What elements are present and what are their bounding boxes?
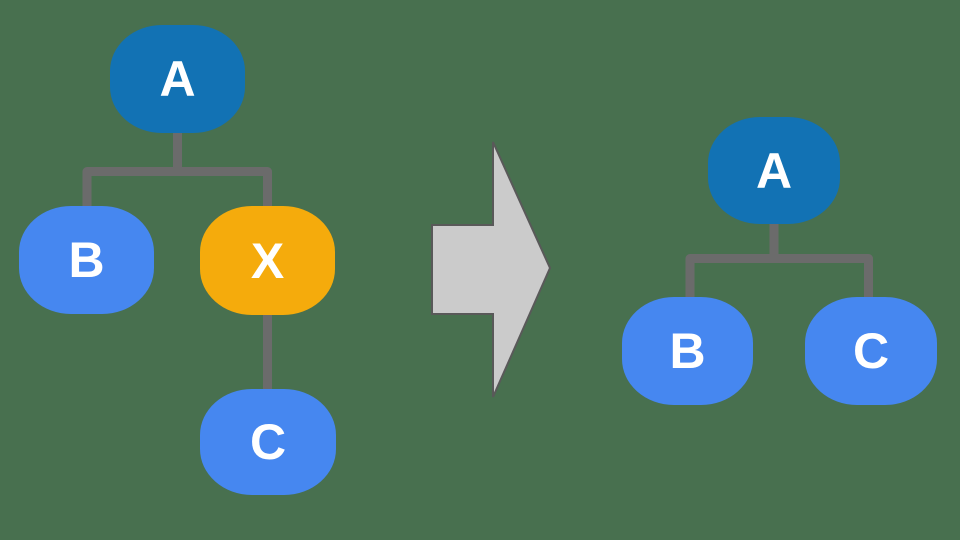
transform-right-arrow-icon bbox=[431, 141, 552, 398]
node-after-a: A bbox=[708, 117, 840, 224]
node-before-a: A bbox=[110, 25, 245, 133]
node-after-c: C bbox=[805, 297, 937, 405]
edge-before-a-to-b-x bbox=[82, 167, 272, 212]
node-before-x: X bbox=[200, 206, 335, 315]
node-before-b: B bbox=[19, 206, 154, 314]
node-after-b: B bbox=[622, 297, 753, 405]
edge-after-a-to-b-c bbox=[685, 254, 873, 302]
node-before-c: C bbox=[200, 389, 336, 495]
